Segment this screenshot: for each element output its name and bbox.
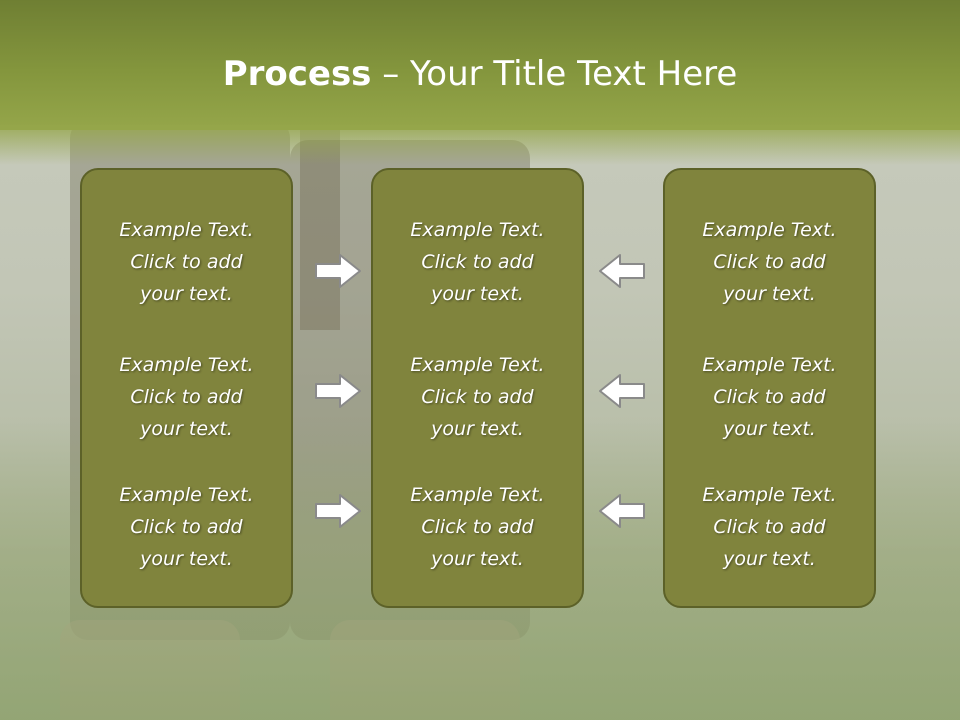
header-fade xyxy=(0,125,960,165)
text-line: Example Text. xyxy=(119,354,254,376)
right-arrow-icon xyxy=(315,374,361,408)
text-item[interactable]: Example Text. Click to add your text. xyxy=(82,214,291,310)
text-line: Click to add xyxy=(421,251,534,273)
right-arrow-icon xyxy=(315,494,361,528)
text-item[interactable]: Example Text. Click to add your text. xyxy=(82,479,291,575)
text-item[interactable]: Example Text. Click to add your text. xyxy=(665,479,874,575)
text-item[interactable]: Example Text. Click to add your text. xyxy=(665,349,874,445)
text-line: Example Text. xyxy=(410,484,545,506)
text-line: Click to add xyxy=(130,516,243,538)
text-line: Click to add xyxy=(421,516,534,538)
title-bold: Process xyxy=(222,54,372,94)
text-line: Click to add xyxy=(130,251,243,273)
text-line: your text. xyxy=(140,548,233,570)
text-line: your text. xyxy=(723,548,816,570)
left-arrow-icon xyxy=(599,494,645,528)
text-line: your text. xyxy=(431,548,524,570)
right-arrow-icon xyxy=(315,254,361,288)
process-box-center[interactable]: Example Text. Click to add your text. Ex… xyxy=(371,168,584,608)
text-line: Click to add xyxy=(421,386,534,408)
text-line: Example Text. xyxy=(410,354,545,376)
left-arrow-icon xyxy=(599,374,645,408)
text-line: Click to add xyxy=(713,251,826,273)
process-box-left[interactable]: Example Text. Click to add your text. Ex… xyxy=(80,168,293,608)
text-line: Example Text. xyxy=(119,219,254,241)
text-line: your text. xyxy=(140,418,233,440)
text-item[interactable]: Example Text. Click to add your text. xyxy=(373,214,582,310)
text-line: Example Text. xyxy=(410,219,545,241)
text-line: your text. xyxy=(431,283,524,305)
text-line: your text. xyxy=(140,283,233,305)
text-line: your text. xyxy=(723,418,816,440)
text-line: your text. xyxy=(431,418,524,440)
text-line: your text. xyxy=(723,283,816,305)
text-line: Example Text. xyxy=(702,354,837,376)
text-line: Example Text. xyxy=(702,484,837,506)
process-box-right[interactable]: Example Text. Click to add your text. Ex… xyxy=(663,168,876,608)
slide-title[interactable]: Process – Your Title Text Here xyxy=(0,52,960,96)
text-item[interactable]: Example Text. Click to add your text. xyxy=(82,349,291,445)
text-line: Click to add xyxy=(713,386,826,408)
header-band xyxy=(0,0,960,130)
text-line: Click to add xyxy=(713,516,826,538)
text-item[interactable]: Example Text. Click to add your text. xyxy=(665,214,874,310)
text-line: Click to add xyxy=(130,386,243,408)
text-item[interactable]: Example Text. Click to add your text. xyxy=(373,479,582,575)
title-rest: – Your Title Text Here xyxy=(371,54,738,94)
text-line: Example Text. xyxy=(702,219,837,241)
text-item[interactable]: Example Text. Click to add your text. xyxy=(373,349,582,445)
left-arrow-icon xyxy=(599,254,645,288)
text-line: Example Text. xyxy=(119,484,254,506)
